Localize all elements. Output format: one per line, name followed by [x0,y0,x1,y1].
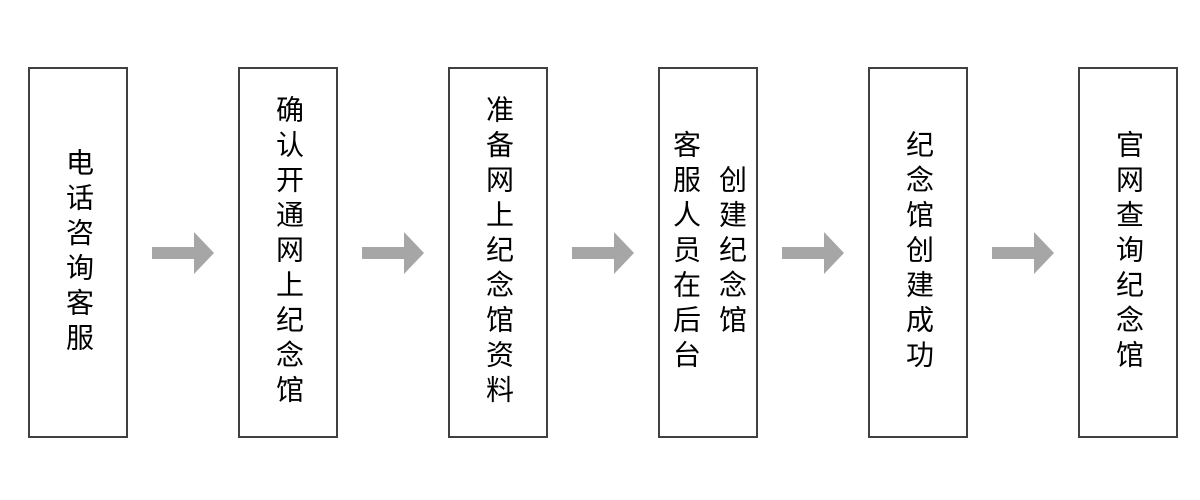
flow-step-6: 官网查询纪念馆 [1078,67,1178,438]
right-arrow-icon [362,231,424,274]
right-arrow-icon [572,231,634,274]
step-5-label: 纪念馆创建成功 [903,130,934,375]
step-2-label: 确认开通网上纪念馆 [273,95,304,410]
flow-arrow-2 [338,67,448,438]
flowchart: 电话咨询客服 确认开通网上纪念馆 准备网上纪念馆资料 [28,67,1178,438]
step-4-label-col-2: 创建纪念馆 [716,165,747,340]
right-arrow-icon [992,231,1054,274]
step-4-label-col-1: 客服人员在后台 [670,130,701,375]
right-arrow-icon [152,231,214,274]
flow-arrow-1 [128,67,238,438]
flow-step-5: 纪念馆创建成功 [868,67,968,438]
step-6-label: 官网查询纪念馆 [1113,130,1144,375]
flow-step-1: 电话咨询客服 [28,67,128,438]
right-arrow-icon [782,231,844,274]
flow-arrow-5 [968,67,1078,438]
flow-step-2: 确认开通网上纪念馆 [238,67,338,438]
flow-arrow-3 [548,67,658,438]
step-1-label: 电话咨询客服 [63,147,94,358]
step-3-label: 准备网上纪念馆资料 [483,95,514,410]
flow-step-3: 准备网上纪念馆资料 [448,67,548,438]
flow-arrow-4 [758,67,868,438]
flow-step-4: 客服人员在后台 创建纪念馆 [658,67,758,438]
